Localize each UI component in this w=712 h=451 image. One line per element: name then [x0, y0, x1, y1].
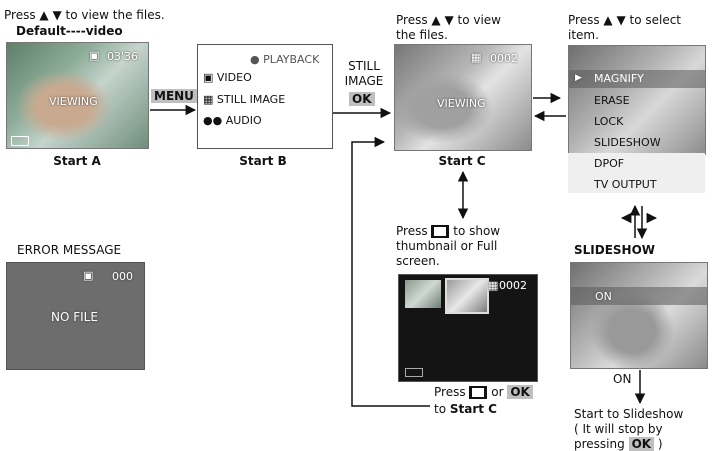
select-item-erase[interactable]: ERASE: [594, 94, 630, 107]
slideshow-highlight: [571, 287, 707, 305]
slideshow-arrow-label: ON: [613, 372, 631, 386]
thumbnail-button-icon: [431, 225, 449, 238]
error-counter: 000: [112, 270, 133, 283]
slideshow-close-paren: ): [658, 437, 663, 451]
start-c-screen: ▦ 0002 VIEWING: [394, 44, 532, 151]
return-press: Press: [434, 385, 466, 399]
select-item-dpof[interactable]: DPOF: [594, 157, 624, 170]
return-to: to: [434, 402, 446, 416]
thumb-instruction-2: thumbnail or Full: [396, 239, 497, 253]
error-screen: ▣ 000 NO FILE: [6, 262, 145, 370]
start-a-timecode: 03'36: [107, 50, 138, 63]
slideshow-desc-2: ( It will stop by: [574, 422, 663, 436]
menu-key-wrap: MENU: [151, 89, 197, 103]
still-label-1: STILL: [343, 59, 385, 73]
slideshow-ok-key[interactable]: OK: [629, 437, 655, 451]
image-icon: ▦: [488, 279, 498, 292]
start-c-instruction-2: the files.: [396, 28, 448, 42]
start-a-caption: Start A: [40, 154, 114, 168]
thumb-instruction-3: screen.: [396, 254, 440, 268]
error-title: ERROR MESSAGE: [17, 243, 121, 257]
start-b-screen: ● PLAYBACK ▣ VIDEO ▦ STILL IMAGE ●● AUDI…: [197, 44, 333, 149]
select-instruction-2: item.: [568, 28, 599, 42]
slideshow-desc-3: pressing OK ): [574, 437, 663, 451]
thumb-return-line-1: Press or OK: [434, 385, 533, 399]
thumb-to-show: to show: [453, 224, 500, 238]
thumbnail-2-selected[interactable]: [445, 278, 489, 314]
video-icon: ▣: [83, 269, 93, 282]
thumbnail-1[interactable]: [405, 280, 441, 308]
start-b-item-label: VIDEO: [217, 71, 252, 84]
start-b-caption: Start B: [226, 154, 300, 168]
start-c-overlay: VIEWING: [437, 97, 486, 110]
battery-icon: [11, 136, 29, 146]
start-a-default-label: Default----video: [16, 24, 123, 38]
return-or: or: [491, 385, 503, 399]
select-item-magnify[interactable]: MAGNIFY: [594, 72, 644, 85]
slideshow-pressing: pressing: [574, 437, 625, 451]
select-item-slideshow[interactable]: SLIDESHOW: [594, 136, 661, 149]
slideshow-screen: ON: [570, 262, 708, 369]
start-c-caption: Start C: [425, 154, 499, 168]
thumbnail-button-icon: [469, 386, 487, 399]
start-a-screen: ▣ 03'36 VIEWING: [6, 42, 149, 149]
slideshow-title: SLIDESHOW: [574, 243, 655, 257]
select-item-tv-output[interactable]: TV OUTPUT: [594, 178, 657, 191]
audio-icon: ●●: [203, 114, 222, 127]
thumbnail-screen: ▦ 0002: [398, 274, 538, 382]
menu-key[interactable]: MENU: [151, 89, 197, 103]
thumb-return-line-2: to Start C: [434, 402, 497, 416]
start-b-item-still[interactable]: ▦ STILL IMAGE: [203, 93, 285, 106]
video-icon: ▣: [89, 49, 99, 62]
thumb-instruction-1: Press to show: [396, 224, 500, 238]
start-b-item-label: STILL IMAGE: [217, 93, 285, 106]
start-b-item-video[interactable]: ▣ VIDEO: [203, 71, 252, 84]
start-c-counter: 0002: [490, 52, 518, 65]
select-item-lock[interactable]: LOCK: [594, 115, 623, 128]
video-icon: ▣: [203, 71, 213, 84]
return-ok-key[interactable]: OK: [507, 385, 533, 399]
start-b-header: PLAYBACK: [263, 53, 319, 66]
start-b-header-wrap: ● PLAYBACK: [250, 53, 319, 66]
playback-dot-icon: ●: [250, 53, 260, 66]
slideshow-overlay: ON: [595, 290, 612, 303]
image-icon: ▦: [203, 93, 213, 106]
select-instruction-1: Press ▲ ▼ to select: [568, 13, 681, 27]
thumb-press: Press: [396, 224, 428, 238]
error-message: NO FILE: [51, 310, 98, 324]
start-b-item-label: AUDIO: [226, 114, 262, 127]
start-a-overlay: VIEWING: [49, 95, 98, 108]
slideshow-desc-1: Start to Slideshow: [574, 407, 683, 421]
battery-icon: [405, 368, 423, 377]
thumbnail-counter: 0002: [499, 279, 527, 292]
still-label-2: IMAGE: [341, 74, 387, 88]
start-c-instruction-1: Press ▲ ▼ to view: [396, 13, 501, 27]
return-target: Start C: [450, 402, 497, 416]
ok-key[interactable]: OK: [349, 92, 375, 106]
start-a-instruction: Press ▲ ▼ to view the files.: [4, 8, 165, 22]
triangle-right-icon: ▶: [575, 73, 582, 83]
start-b-item-audio[interactable]: ●● AUDIO: [203, 114, 262, 127]
image-icon: ▦: [471, 51, 481, 64]
ok-key-wrap: OK: [349, 92, 375, 106]
